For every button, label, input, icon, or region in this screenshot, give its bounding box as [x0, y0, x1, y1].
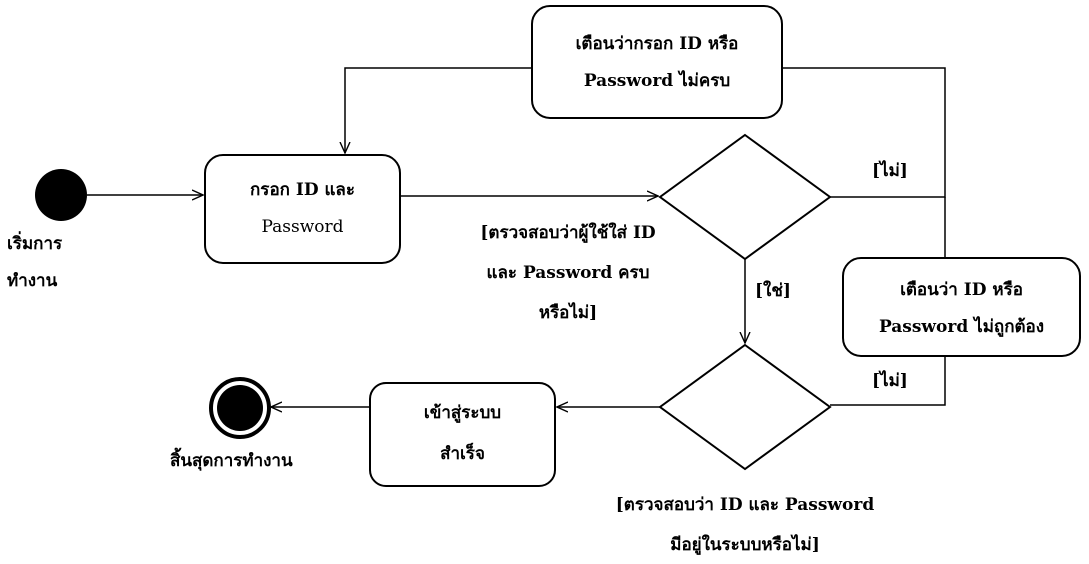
node-login-success: [369, 382, 556, 487]
flow-check-no-to-warn-incomplete: [782, 67, 946, 198]
node-warn-incomplete-line-1: เตือนว่ากรอก ID หรือ: [575, 34, 739, 54]
node-login-success-line-1: เข้าสู่ระบบ: [423, 403, 502, 423]
end-node: [209, 377, 271, 439]
start-label-line-2: ทำงาน: [7, 271, 58, 291]
node-warn-incomplete-text: เตือนว่ากรอก ID หรือ Password ไม่ครบ: [532, 36, 782, 90]
start-node: [35, 169, 87, 221]
node-enter-credentials-text: กรอก ID และ Password: [205, 182, 400, 236]
decision-check-complete-text: [ตรวจสอบว่าผู้ใช้ใส่ ID และ Password ครบ…: [438, 225, 698, 322]
start-label-line-1: เริ่มการ: [7, 234, 63, 254]
guard-no-top: [ไม่]: [872, 161, 908, 181]
node-warn-invalid: [842, 257, 1081, 357]
end-label: สิ้นสุดการทำงาน: [170, 451, 293, 471]
node-login-success-text: เข้าสู่ระบบ สำเร็จ: [370, 405, 555, 463]
node-warn-invalid-line-1: เตือนว่า ID หรือ: [900, 280, 1023, 300]
guard-no-bottom: [ไม่]: [872, 371, 908, 391]
start-label: เริ่มการ ทำงาน: [7, 236, 62, 290]
guard-yes: [ใช่]: [755, 281, 791, 301]
decision-check-exists: [658, 343, 832, 471]
node-warn-invalid-line-2: Password ไม่ถูกต้อง: [878, 317, 1045, 337]
node-enter-credentials-line-1: กรอก ID และ: [250, 180, 355, 200]
node-enter-credentials-line-2: Password: [261, 217, 344, 237]
decision-check-exists-text: [ตรวจสอบว่า ID และ Password มีอยู่ในระบบ…: [575, 497, 915, 554]
node-enter-credentials: [204, 154, 401, 264]
decision-check-complete-line-1: [ตรวจสอบว่าผู้ใช้ใส่ ID: [480, 223, 656, 243]
decision-check-complete-line-3: หรือไม่]: [538, 303, 598, 323]
decision-check-exists-line-1: [ตรวจสอบว่า ID และ Password: [615, 495, 875, 515]
flow-check-exists-no-to-warn-invalid: [830, 356, 946, 406]
node-warn-incomplete-line-2: Password ไม่ครบ: [583, 71, 731, 91]
node-warn-invalid-text: เตือนว่า ID หรือ Password ไม่ถูกต้อง: [843, 282, 1080, 336]
decision-check-complete-line-2: และ Password ครบ: [486, 263, 650, 283]
node-login-success-line-2: สำเร็จ: [440, 444, 485, 464]
decision-check-exists-line-2: มีอยู่ในระบบหรือไม่]: [670, 535, 820, 555]
flow-warn-incomplete-to-enter: [345, 67, 532, 153]
node-warn-incomplete: [531, 5, 783, 119]
